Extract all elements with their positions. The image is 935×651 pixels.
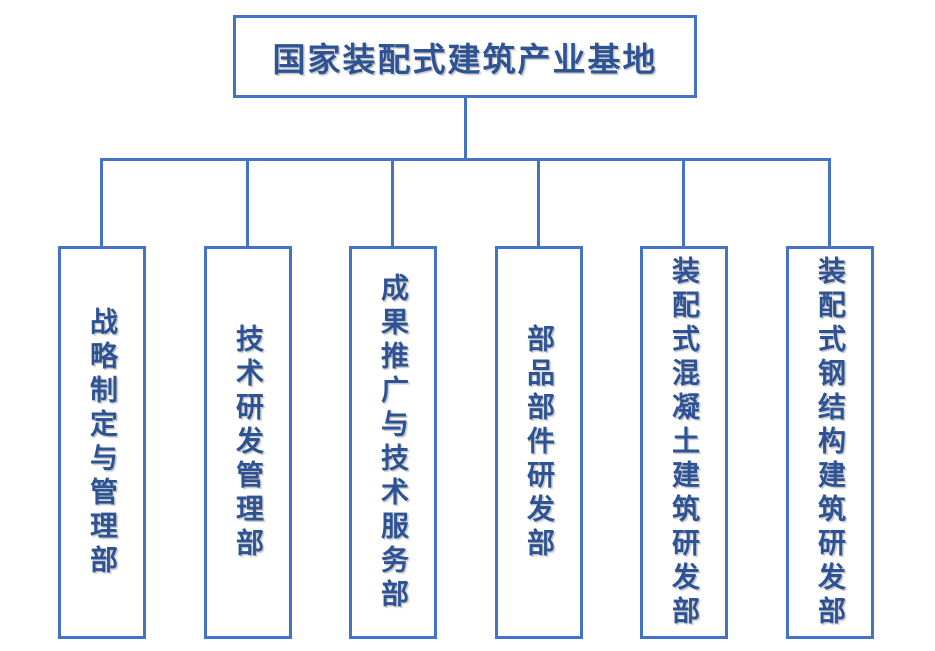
dept-label: 技术研发管理部 [232,323,265,562]
root-node-title: 国家装配式建筑产业基地 [272,39,658,79]
connector-drop-1 [100,158,103,248]
dept-label: 部品部件研发部 [523,323,556,562]
dept-label: 装配式钢结构建筑研发部 [814,255,847,630]
root-node-box: 国家装配式建筑产业基地 [233,15,697,98]
dept-node-parts-components: 部品部件研发部 [495,246,583,639]
connector-rail [101,158,831,161]
dept-label: 战略制定与管理部 [86,306,119,579]
dept-node-precast-concrete: 装配式混凝土建筑研发部 [640,246,728,639]
dept-node-tech-rd-management: 技术研发管理部 [204,246,292,639]
dept-node-strategy: 战略制定与管理部 [58,246,146,639]
connector-drop-4 [537,158,540,248]
connector-drop-5 [682,158,685,248]
dept-node-promotion-service: 成果推广与技术服务部 [349,246,437,639]
dept-label: 装配式混凝土建筑研发部 [668,255,701,630]
dept-label: 成果推广与技术服务部 [377,272,410,613]
connector-stem [464,97,467,160]
dept-node-steel-structure: 装配式钢结构建筑研发部 [786,246,874,639]
connector-drop-3 [391,158,394,248]
connector-drop-2 [246,158,249,248]
connector-drop-6 [828,158,831,248]
